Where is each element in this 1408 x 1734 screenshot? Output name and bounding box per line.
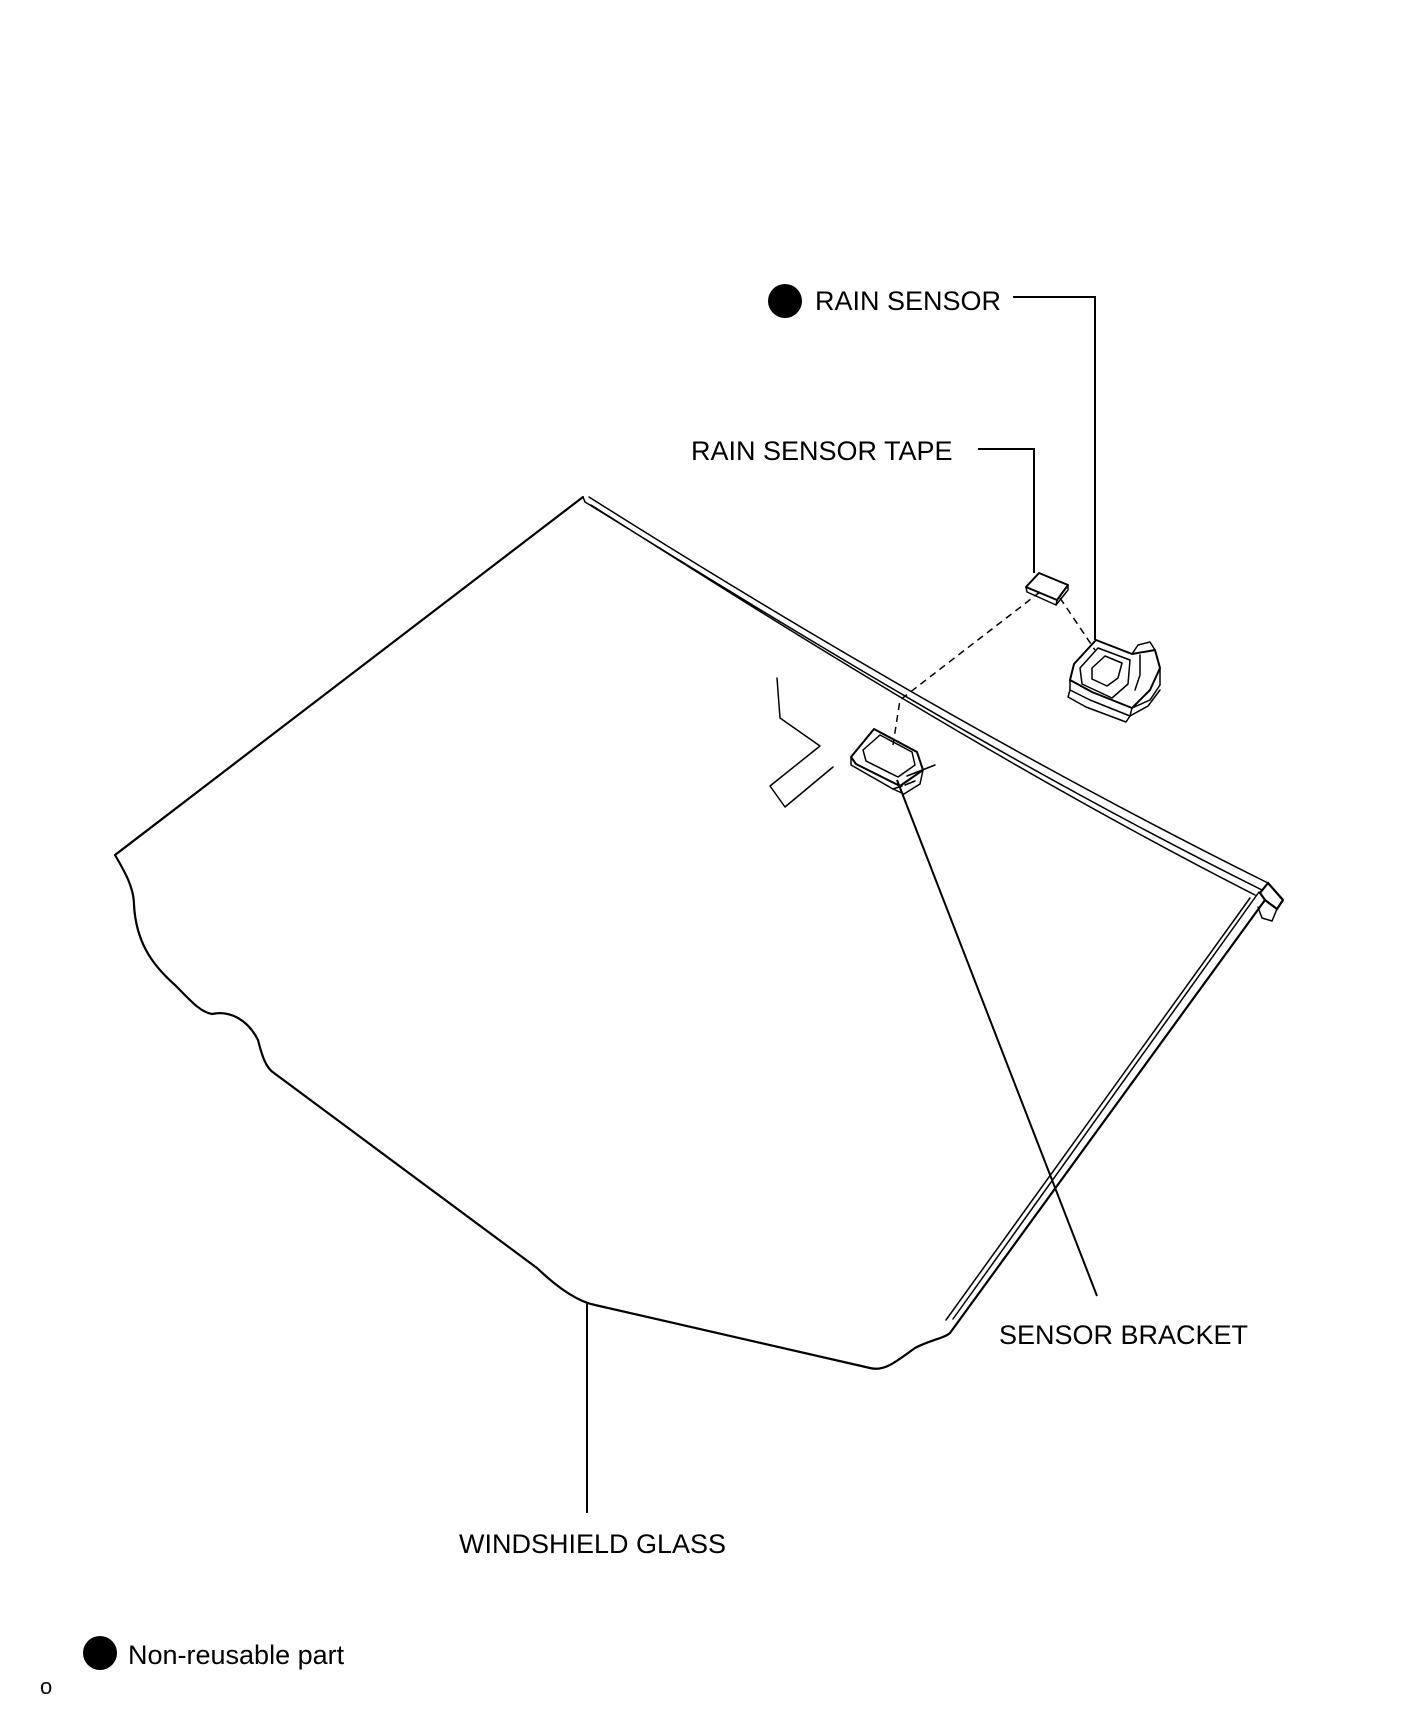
label-rain-sensor-tape: RAIN SENSOR TAPE — [691, 436, 953, 466]
windshield-top-edge — [582, 496, 1269, 896]
legend-marker-icon — [83, 1636, 117, 1670]
rain-sensor-tape-part — [1025, 572, 1069, 606]
sensor-wire-strip — [769, 677, 834, 808]
leader-rain-sensor-tape — [978, 448, 1035, 573]
legend-non-reusable: Non-reusable part — [128, 1640, 345, 1670]
install-line-tape-to-bracket — [892, 591, 1041, 746]
windshield-glass-outline — [113, 495, 1285, 1370]
leader-rain-sensor — [1013, 296, 1096, 640]
leader-sensor-bracket — [896, 779, 1098, 1297]
label-windshield-glass: WINDSHIELD GLASS — [459, 1529, 726, 1559]
label-sensor-bracket: SENSOR BRACKET — [999, 1320, 1248, 1350]
rain-sensor-part — [1067, 639, 1161, 723]
install-line-tape-to-sensor — [1059, 597, 1096, 651]
sensor-bracket-part — [850, 728, 936, 795]
figure-code: o — [40, 1674, 52, 1699]
windshield-glass — [113, 495, 1285, 1370]
windshield-right-molding — [945, 891, 1260, 1321]
windshield-corner-clip — [1257, 906, 1278, 922]
non-reusable-marker-icon — [768, 284, 802, 318]
label-rain-sensor: RAIN SENSOR — [815, 286, 1001, 316]
